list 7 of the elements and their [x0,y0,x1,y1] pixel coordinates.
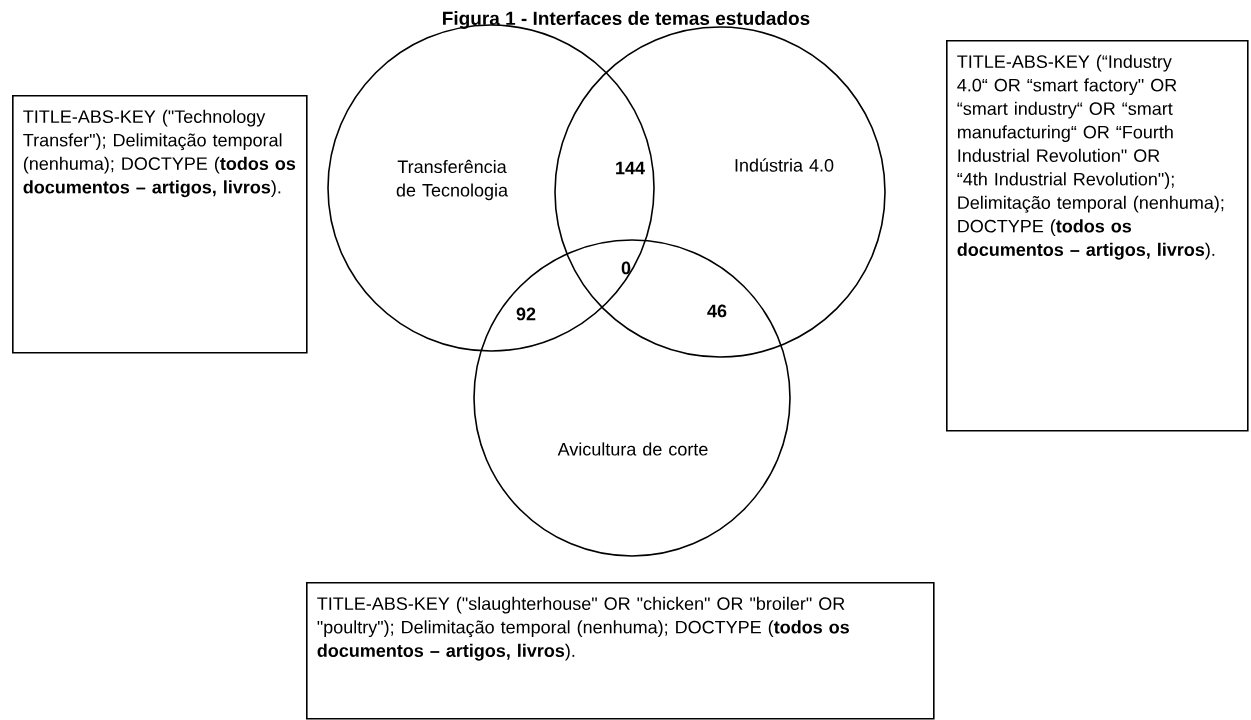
region-count: 0 [621,261,631,275]
region-count: 92 [516,307,536,321]
region-count: 46 [707,304,727,318]
region-count: 144 [616,161,645,175]
query-box: TITLE-ABS-KEY ("slaughterhouse" OR "chicken" OR "broiler" OR "poultry"); Delimitação temporal (nenhuma); DOCTYPE (todos os documentos – artigos, livros). [306,582,935,720]
query-box: TITLE-ABS-KEY (“Industry 4.0“ OR “smart factory" OR “smart industry“ OR “smart manufacturing“ OR “Fourth Industrial Revolution" OR “4th Industrial Revolution"); Delimitação temporal (nenhuma); DOCTYPE (todos os documentos – artigos, livros). [946,40,1249,432]
query-box: TITLE-ABS-KEY ("Technology Transfer"); Delimitação temporal (nenhuma); DOCTYPE (todos os documentos – artigos, livros). [12,95,308,354]
